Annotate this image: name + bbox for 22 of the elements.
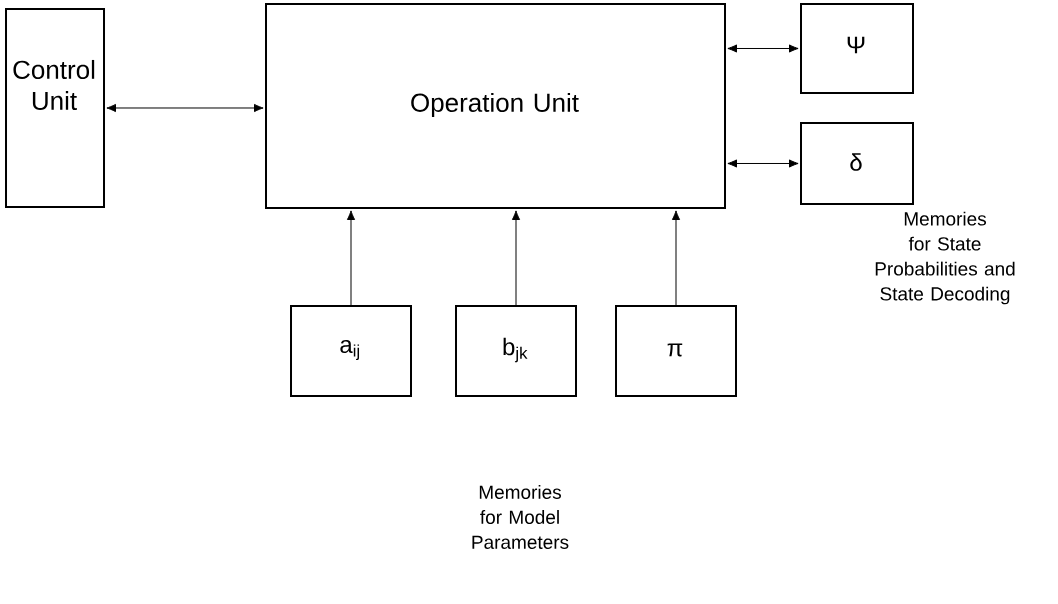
block-box <box>455 305 577 397</box>
arrow <box>671 210 681 306</box>
arrow <box>346 210 356 306</box>
block-box <box>800 122 914 205</box>
box-label: b$_{jk}$ <box>503 337 528 363</box>
box-label: π <box>667 343 683 357</box>
box-label: Operation Unit <box>411 92 579 118</box>
block-box <box>615 305 737 397</box>
arrow <box>106 103 264 113</box>
caption-text: Memories for State Probabilities and State Decoding <box>875 211 1015 305</box>
arrow <box>727 44 799 53</box>
arrow <box>727 159 799 168</box>
caption-text: Memories for Model Parameters <box>472 485 569 549</box>
block-box <box>800 3 914 94</box>
box-label: Ψ <box>847 36 865 54</box>
box-label: δ <box>850 153 862 171</box>
block-box <box>5 8 105 208</box>
box-label: Control Unit <box>13 59 95 111</box>
block-box <box>265 3 726 209</box>
arrow <box>511 210 521 306</box>
box-label: a$_{ij}$ <box>340 339 360 361</box>
block-box <box>290 305 412 397</box>
